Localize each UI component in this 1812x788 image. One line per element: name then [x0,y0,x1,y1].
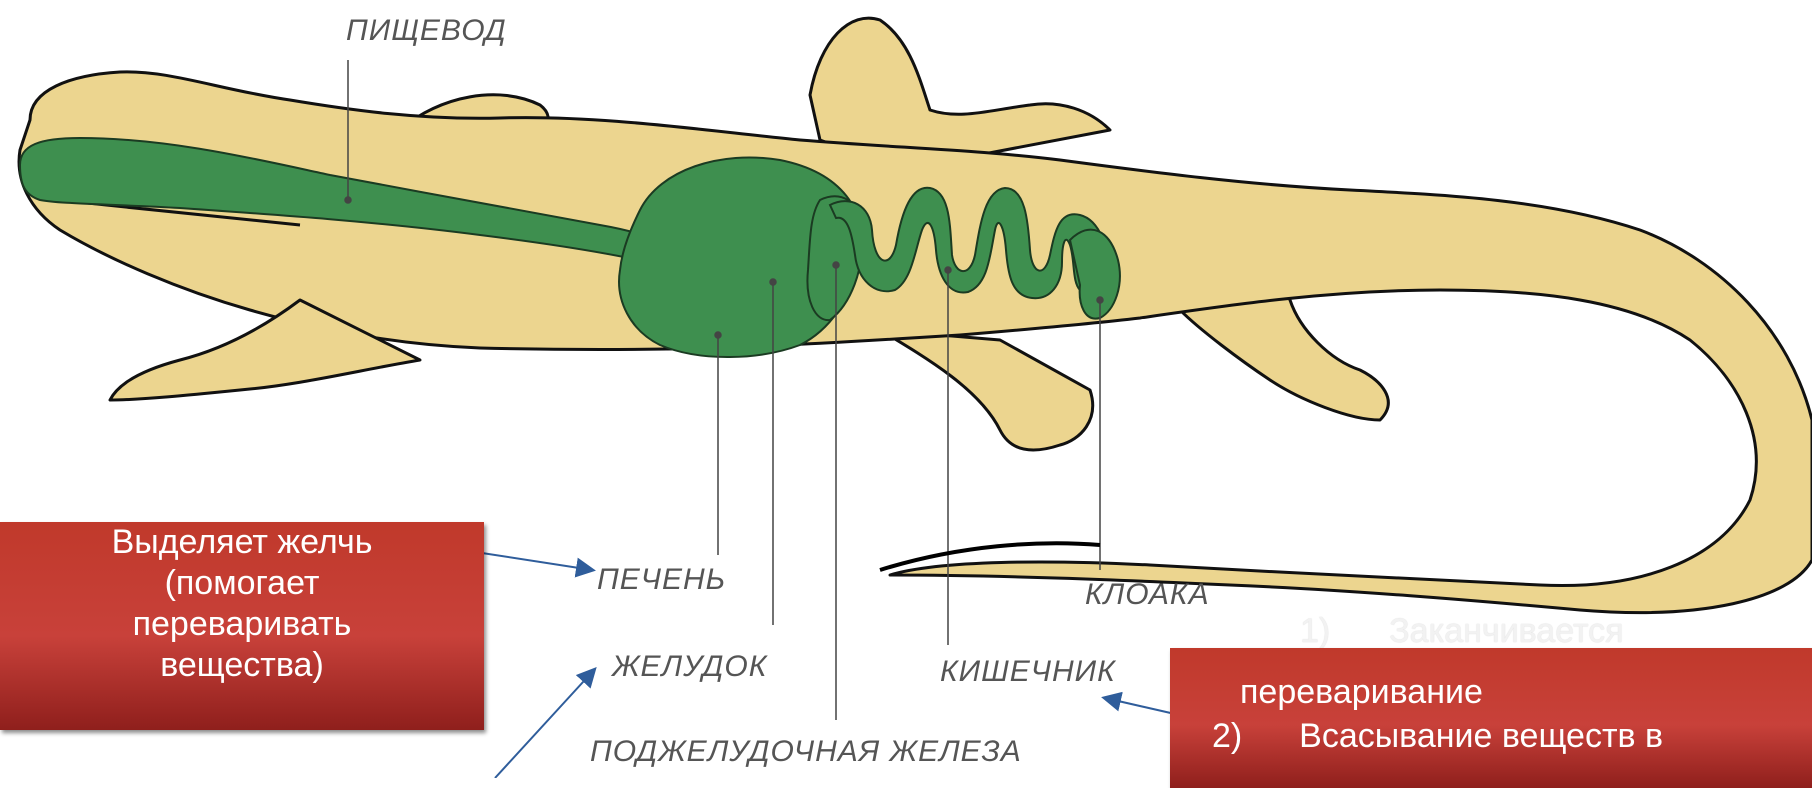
liver-callout-line-2: (помогает [0,563,484,604]
intestine-callout-item-1-num: 1) [1300,612,1330,650]
liver-label: ПЕЧЕНЬ [597,563,726,597]
intestine-callout-item-2: 2) Всасывание веществ в [1170,714,1812,758]
intestine-callout-item-2-num: 2) [1212,717,1242,755]
liver-callout-line-1: Выделяет желчь [0,522,484,563]
esophagus-label: ПИЩЕВОД [346,14,507,48]
pancreas-label: ПОДЖЕЛУДОЧНАЯ ЖЕЛЕЗА [590,735,1022,769]
intestine-callout-item-1-cont: переваривание [1170,670,1812,714]
liver-callout-line-3: переваривать [0,604,484,645]
cloaca-label: КЛОАКА [1085,578,1210,612]
intestine-label: КИШЕЧНИК [940,655,1116,689]
stomach-label: ЖЕЛУДОК [612,650,767,684]
liver-callout-line-4: вещества) [0,645,484,686]
intestine-callout: переваривание 2) Всасывание веществ в [1170,648,1812,788]
liver-callout: Выделяет желчь (помогает переваривать ве… [0,522,484,730]
intestine-callout-item-2-text: Всасывание веществ в [1299,717,1663,755]
intestine-callout-item-1-text: Заканчивается [1389,612,1623,650]
intestine-callout-item-1: 1) Заканчивается [1300,612,1624,651]
